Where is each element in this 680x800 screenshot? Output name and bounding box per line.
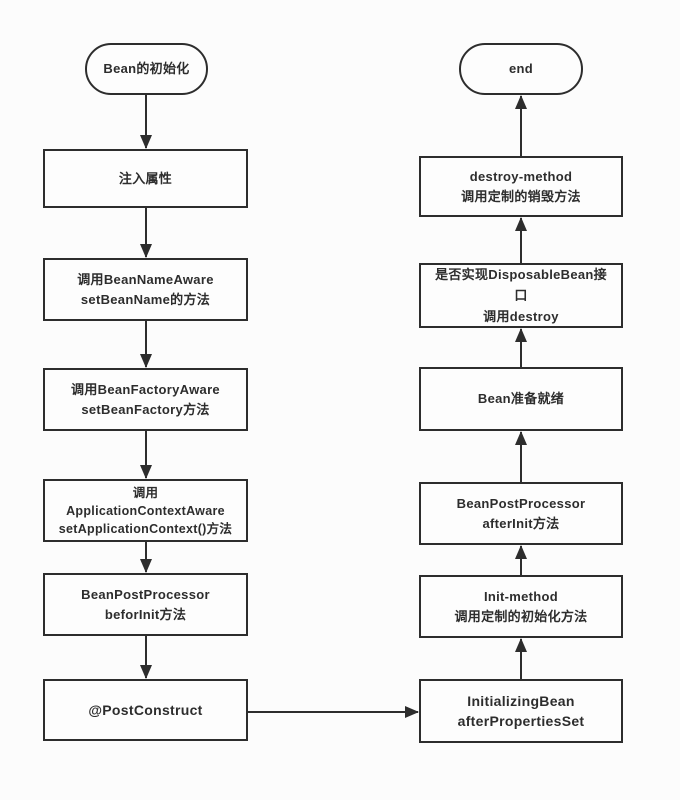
node-bpp-before-init-label: BeanPostProcessor beforInit方法 [81, 586, 210, 622]
node-initializing-bean-label: InitializingBean afterPropertiesSet [457, 693, 585, 729]
node-bean-ready-label: Bean准备就绪 [477, 391, 565, 406]
node-bean-name-aware-label: 调用BeanNameAware setBeanName的方法 [77, 271, 214, 307]
node-app-context-aware-label: 调用 ApplicationContextAware setApplicatio… [58, 485, 233, 536]
node-init-method: Init-method 调用定制的初始化方法 [419, 575, 623, 638]
node-bpp-after-init-label: BeanPostProcessor afterInit方法 [456, 495, 586, 531]
node-inject-props-label: 注入属性 [118, 170, 173, 186]
node-bpp-before-init: BeanPostProcessor beforInit方法 [43, 573, 248, 636]
node-initializing-bean: InitializingBean afterPropertiesSet [419, 679, 623, 743]
node-bean-factory-aware: 调用BeanFactoryAware setBeanFactory方法 [43, 368, 248, 431]
node-disposable-bean-label: 是否实现DisposableBean接 口 调用destroy [435, 267, 607, 324]
node-post-construct: @PostConstruct [43, 679, 248, 741]
node-post-construct-label: @PostConstruct [88, 702, 203, 718]
node-end-label: end [508, 61, 533, 76]
node-bean-factory-aware-label: 调用BeanFactoryAware setBeanFactory方法 [71, 381, 220, 417]
node-bpp-after-init: BeanPostProcessor afterInit方法 [419, 482, 623, 545]
node-inject-props: 注入属性 [43, 149, 248, 208]
node-start-label: Bean的初始化 [103, 61, 190, 76]
node-init-method-label: Init-method 调用定制的初始化方法 [454, 588, 588, 624]
node-app-context-aware: 调用 ApplicationContextAware setApplicatio… [43, 479, 248, 542]
node-bean-ready: Bean准备就绪 [419, 367, 623, 431]
node-destroy-method: destroy-method 调用定制的销毁方法 [419, 156, 623, 217]
node-disposable-bean: 是否实现DisposableBean接 口 调用destroy [419, 263, 623, 328]
node-bean-name-aware: 调用BeanNameAware setBeanName的方法 [43, 258, 248, 321]
node-destroy-method-label: destroy-method 调用定制的销毁方法 [461, 168, 581, 204]
node-start: Bean的初始化 [85, 43, 208, 95]
node-end: end [459, 43, 583, 95]
